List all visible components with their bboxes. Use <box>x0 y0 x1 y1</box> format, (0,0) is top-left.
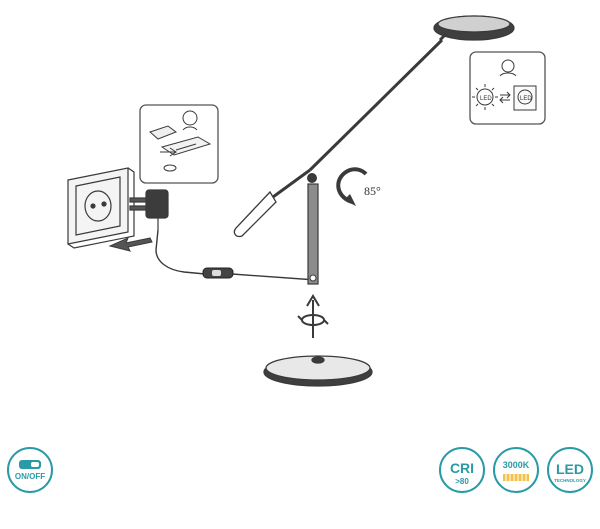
led-info-panel: LED LED <box>469 51 546 125</box>
rotation-angle-label: 85° <box>364 184 381 198</box>
cri-badge: CRI >80 <box>438 446 486 494</box>
lamp-base <box>263 355 373 387</box>
switch-label: ON/OFF <box>15 472 45 481</box>
wall-socket-illustration <box>67 167 135 249</box>
power-adapter <box>129 189 169 230</box>
lamp-arm <box>308 38 444 172</box>
power-cable <box>155 229 317 281</box>
lamp-head <box>433 15 515 42</box>
led-subtitle: TECHNOLOGY <box>554 478 586 483</box>
plug-direction-arrow <box>108 237 153 252</box>
base-rotation-indicator <box>297 294 329 338</box>
warm-light-bar-icon <box>503 474 529 481</box>
svg-text:LED: LED <box>520 96 532 102</box>
cri-value: >80 <box>455 477 469 486</box>
arm-joint <box>307 173 317 183</box>
color-temperature-badge: 3000K <box>492 446 540 494</box>
led-technology-badge: LED TECHNOLOGY <box>546 446 594 494</box>
on-off-switch-badge: ON/OFF <box>6 446 54 494</box>
counterweight <box>233 190 277 238</box>
rotation-arrow <box>336 167 368 206</box>
lamp-stem <box>307 183 319 285</box>
inline-switch <box>202 267 234 279</box>
svg-text:LED: LED <box>480 96 492 102</box>
cri-title: CRI <box>450 460 474 476</box>
assembly-detail-panel <box>139 104 219 184</box>
led-title: LED <box>556 461 584 477</box>
color-temperature-value: 3000K <box>503 460 530 470</box>
